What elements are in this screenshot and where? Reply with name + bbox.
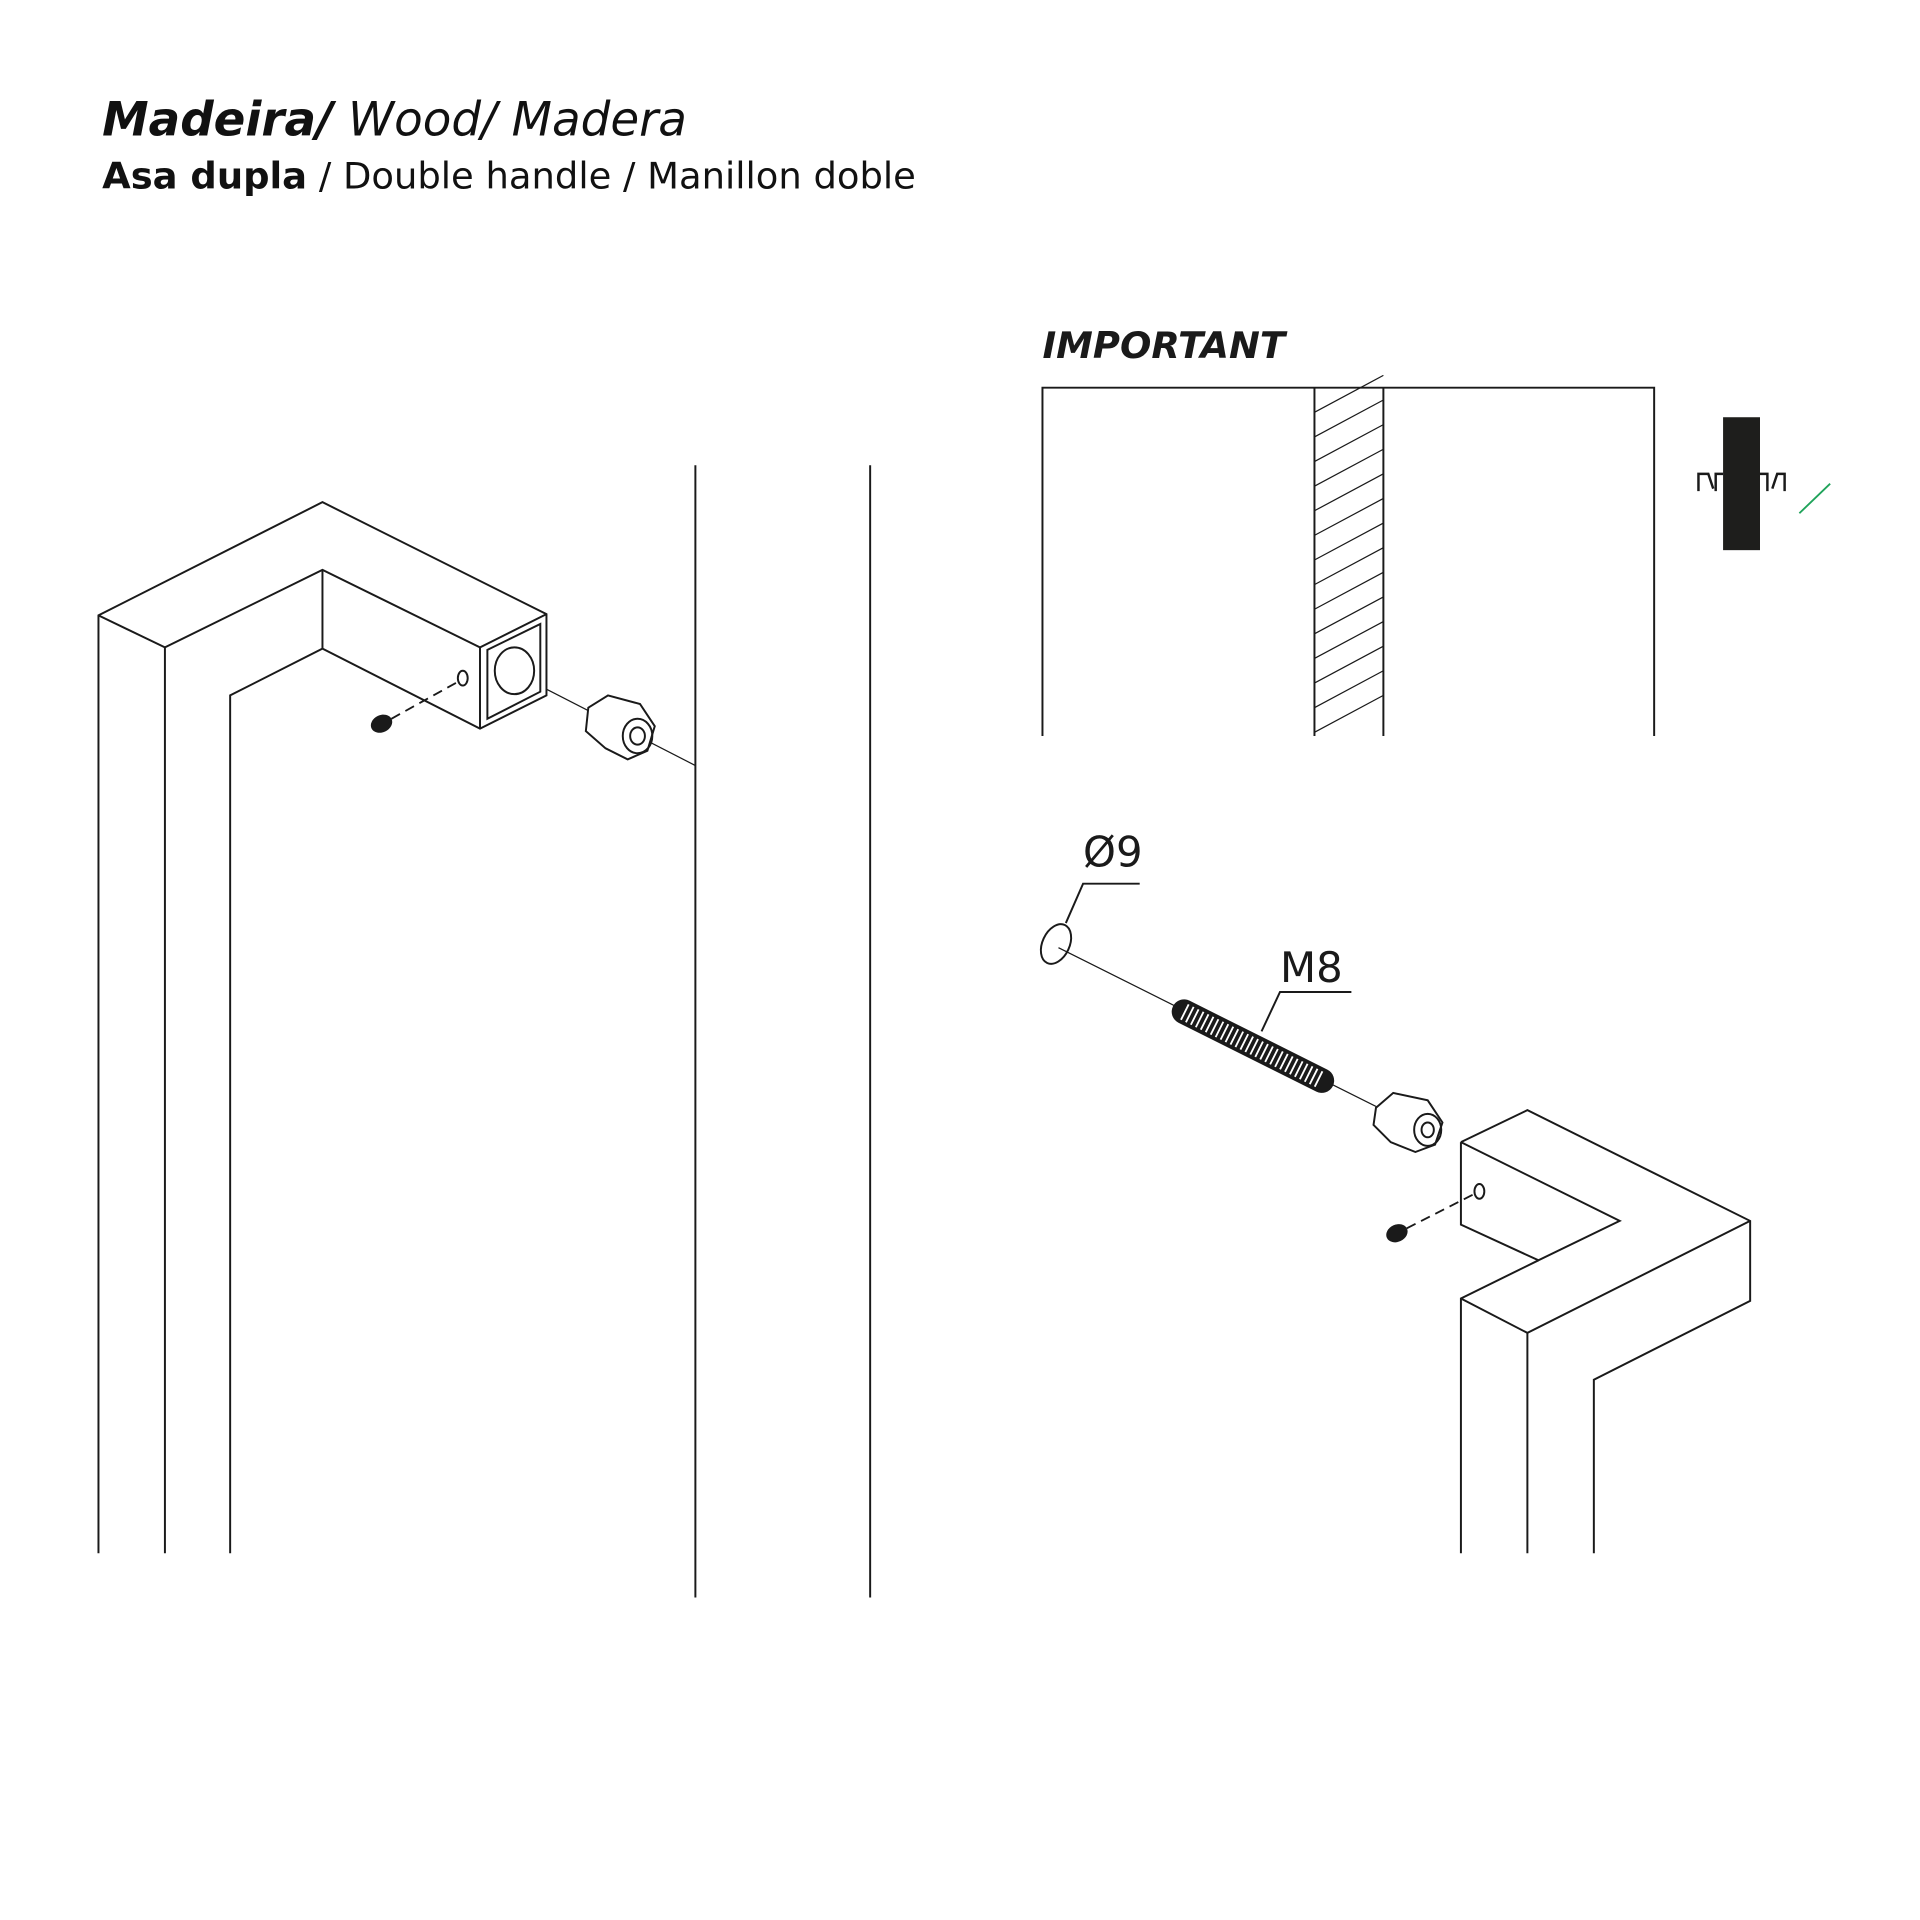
door-section xyxy=(1041,374,1656,736)
accent-line xyxy=(1798,483,1831,514)
diameter-label: Ø9 xyxy=(1083,827,1143,876)
thread-leader xyxy=(1260,991,1352,1032)
left-screw-icon xyxy=(370,681,459,733)
subtitle: Asa dupla / Double handle / Manillon dob… xyxy=(102,154,916,197)
threaded-rod-icon xyxy=(1171,999,1335,1093)
right-nut-icon xyxy=(1372,1091,1444,1154)
important-label: IMPORTANT xyxy=(1042,324,1287,367)
title: Madeira/ Wood/ Madera xyxy=(102,93,687,147)
right-handle xyxy=(1459,1109,1752,1554)
thread-label: M8 xyxy=(1280,943,1343,992)
right-screw-icon xyxy=(1386,1193,1475,1243)
diameter-leader xyxy=(1039,882,1404,1121)
left-handle xyxy=(97,501,548,1554)
door-thickness-icon xyxy=(1697,417,1831,551)
left-nut-icon xyxy=(546,688,696,767)
